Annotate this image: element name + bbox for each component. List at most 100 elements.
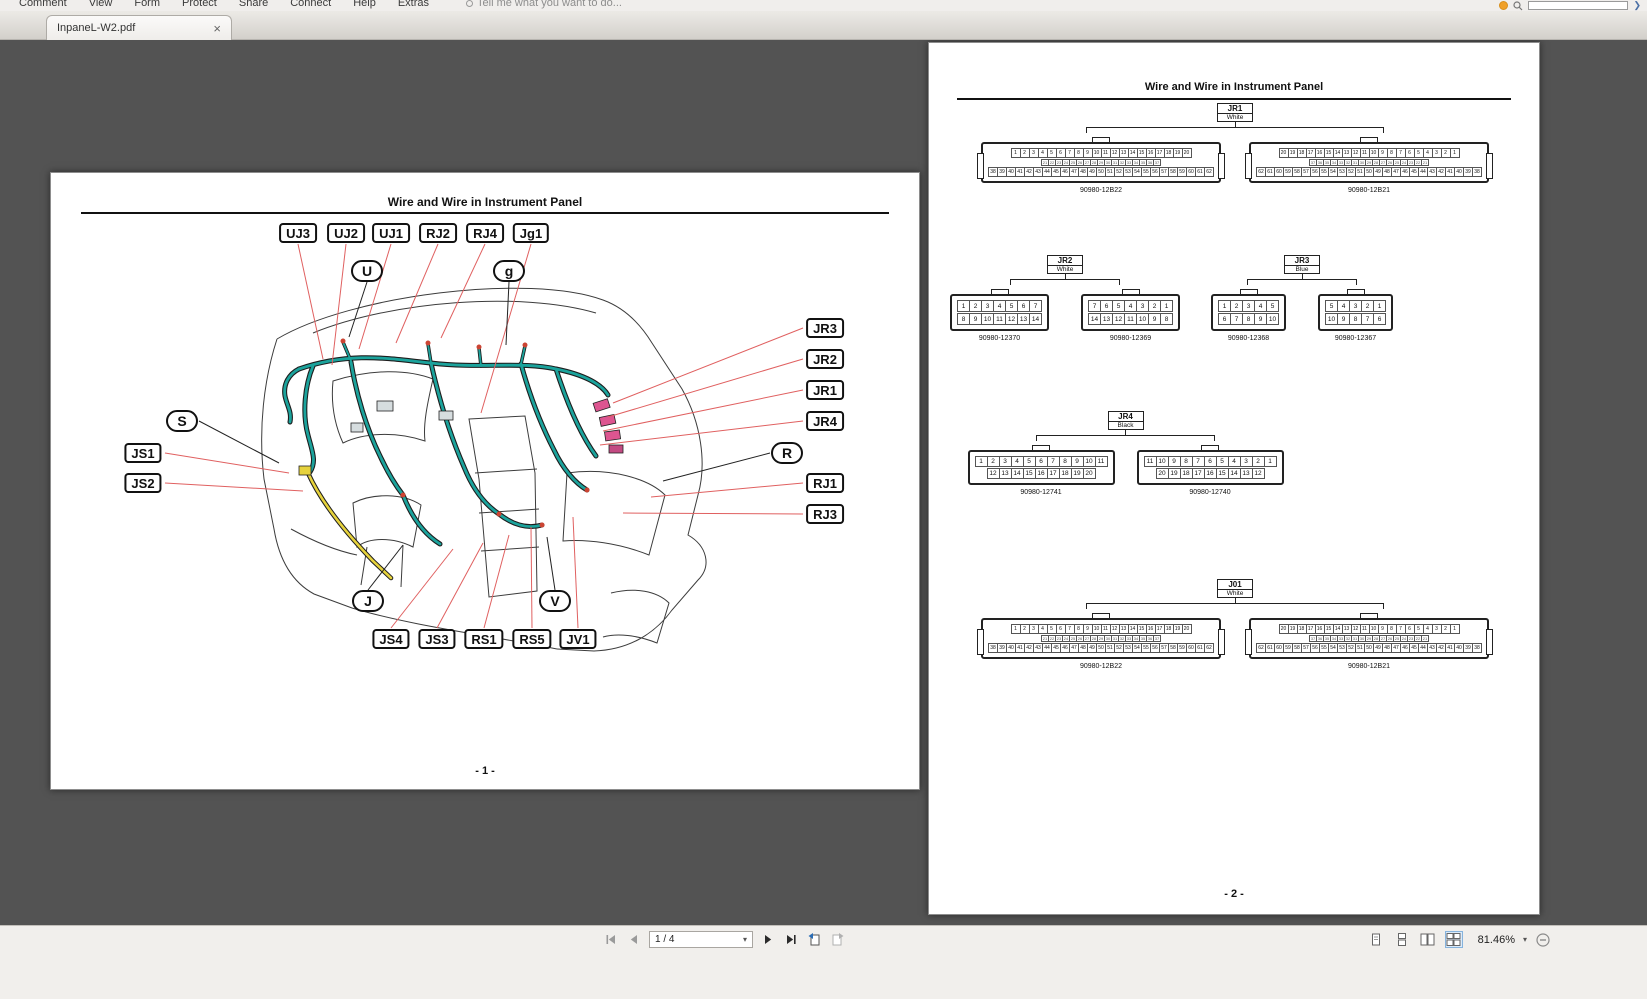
- page2-title: Wire and Wire in Instrument Panel: [1144, 81, 1324, 93]
- menu-share[interactable]: Share: [238, 0, 269, 9]
- menu-comment[interactable]: Comment: [19, 0, 67, 9]
- part-number: 90980-12367: [1334, 335, 1377, 342]
- menu-view[interactable]: View: [88, 0, 113, 9]
- menu-extras[interactable]: Extras: [397, 0, 430, 9]
- callout-RS5: RS5: [512, 629, 552, 649]
- continuous-facing-view-button[interactable]: [1444, 931, 1463, 948]
- page1-number: - 1 -: [475, 765, 495, 777]
- page2-title-rule: [957, 98, 1511, 100]
- connector-latch: [1092, 613, 1110, 618]
- callout-J: J: [352, 590, 384, 612]
- callout-RJ4: RJ4: [466, 223, 504, 243]
- page2-number: - 2 -: [1224, 888, 1244, 900]
- single-page-view-button[interactable]: [1367, 931, 1385, 948]
- pin-14: 14: [1088, 313, 1101, 325]
- page-dropdown-caret[interactable]: ▾: [742, 935, 747, 944]
- pin-6: 6: [1017, 300, 1030, 312]
- connector-latch: [990, 289, 1009, 294]
- pin-14: 14: [1029, 313, 1042, 325]
- connector-latch: [1121, 289, 1140, 294]
- document-tab[interactable]: InpaneL-W2.pdf ×: [46, 15, 232, 40]
- callout-RJ1: RJ1: [806, 473, 844, 493]
- facing-view-button[interactable]: [1419, 931, 1437, 948]
- callout-JR3: JR3: [806, 318, 844, 338]
- user-avatar[interactable]: [1499, 1, 1509, 10]
- menu-protect[interactable]: Protect: [182, 0, 217, 9]
- first-page-button[interactable]: [603, 932, 619, 948]
- group-bracket: [1086, 127, 1384, 133]
- pin-1: 1: [1263, 456, 1277, 467]
- last-page-button[interactable]: [783, 932, 799, 948]
- connector-latch: [1032, 445, 1050, 450]
- menu-form[interactable]: Form: [134, 0, 161, 9]
- callout-UJ2: UJ2: [327, 223, 365, 243]
- connector-latch: [1360, 613, 1378, 618]
- tab-bar: InpaneL-W2.pdf ×: [0, 11, 1647, 40]
- page-number-input[interactable]: 1 / 4 ▾: [649, 931, 753, 948]
- tab-close-icon[interactable]: ×: [213, 20, 221, 36]
- menu-connect[interactable]: Connect: [290, 0, 332, 9]
- pin-37: 37: [1153, 635, 1161, 642]
- callout-JS1: JS1: [124, 443, 162, 463]
- pin-6: 6: [1218, 313, 1231, 325]
- menu-help[interactable]: Help: [353, 0, 376, 9]
- part-number: 90980-12B21: [1347, 663, 1391, 670]
- callout-S: S: [166, 410, 198, 432]
- part-number: 90980-12741: [1020, 489, 1062, 496]
- status-bar: 1 / 4 ▾ 81.46% ▾: [0, 925, 1647, 999]
- callout-JR4: JR4: [806, 411, 844, 431]
- pin-62: 62: [1204, 167, 1214, 177]
- zoom-out-button[interactable]: [1535, 932, 1551, 948]
- tell-me-text: Tell me what you want to do...: [477, 0, 622, 9]
- document-tab-title: InpaneL-W2.pdf: [57, 22, 136, 34]
- callout-RJ2: RJ2: [419, 223, 457, 243]
- connector-latch: [1360, 137, 1378, 142]
- callout-UJ1: UJ1: [372, 223, 410, 243]
- next-view-button[interactable]: [829, 932, 845, 948]
- pin-21: 21: [1421, 159, 1429, 166]
- callout-JS2: JS2: [124, 473, 162, 493]
- pin-38: 38: [1472, 643, 1482, 653]
- callout-g: g: [493, 260, 525, 282]
- previous-page-button[interactable]: [626, 932, 642, 948]
- callout-R: R: [771, 442, 803, 464]
- find-input[interactable]: [1528, 1, 1629, 10]
- pin-20: 20: [1181, 148, 1192, 158]
- callout-RJ3: RJ3: [806, 504, 844, 524]
- part-number: 90980-12B22: [1079, 187, 1123, 194]
- part-number: 90980-12369: [1109, 335, 1152, 342]
- pin-20: 20: [1181, 624, 1192, 634]
- pdf-page-1: Wire and Wire in Instrument Panel: [50, 172, 920, 790]
- pin-8: 8: [1160, 313, 1173, 325]
- callout-JS3: JS3: [418, 629, 456, 649]
- part-number: 90980-12368: [1227, 335, 1270, 342]
- pin-7: 7: [1029, 300, 1042, 312]
- zoom-dropdown-caret[interactable]: ▾: [1522, 935, 1527, 944]
- part-number: 90980-12370: [978, 335, 1021, 342]
- pin-5: 5: [1325, 300, 1338, 312]
- tell-me-box[interactable]: Tell me what you want to do...: [466, 0, 622, 9]
- callout-JS4: JS4: [372, 629, 410, 649]
- zoom-level: 81.46%: [1477, 933, 1515, 946]
- group-bracket: [1247, 279, 1357, 285]
- menu-bar: Comment View Form Protect Share Connect Help Ex…: [0, 0, 1647, 11]
- find-go-arrow-icon[interactable]: ❯: [1633, 0, 1641, 10]
- document-canvas[interactable]: Wire and Wire in Instrument Panel: [0, 40, 1647, 925]
- next-page-button[interactable]: [760, 932, 776, 948]
- previous-view-button[interactable]: [806, 932, 822, 948]
- callout-JR1: JR1: [806, 380, 844, 400]
- continuous-view-button[interactable]: [1393, 931, 1411, 948]
- part-number: 90980-12740: [1189, 489, 1231, 496]
